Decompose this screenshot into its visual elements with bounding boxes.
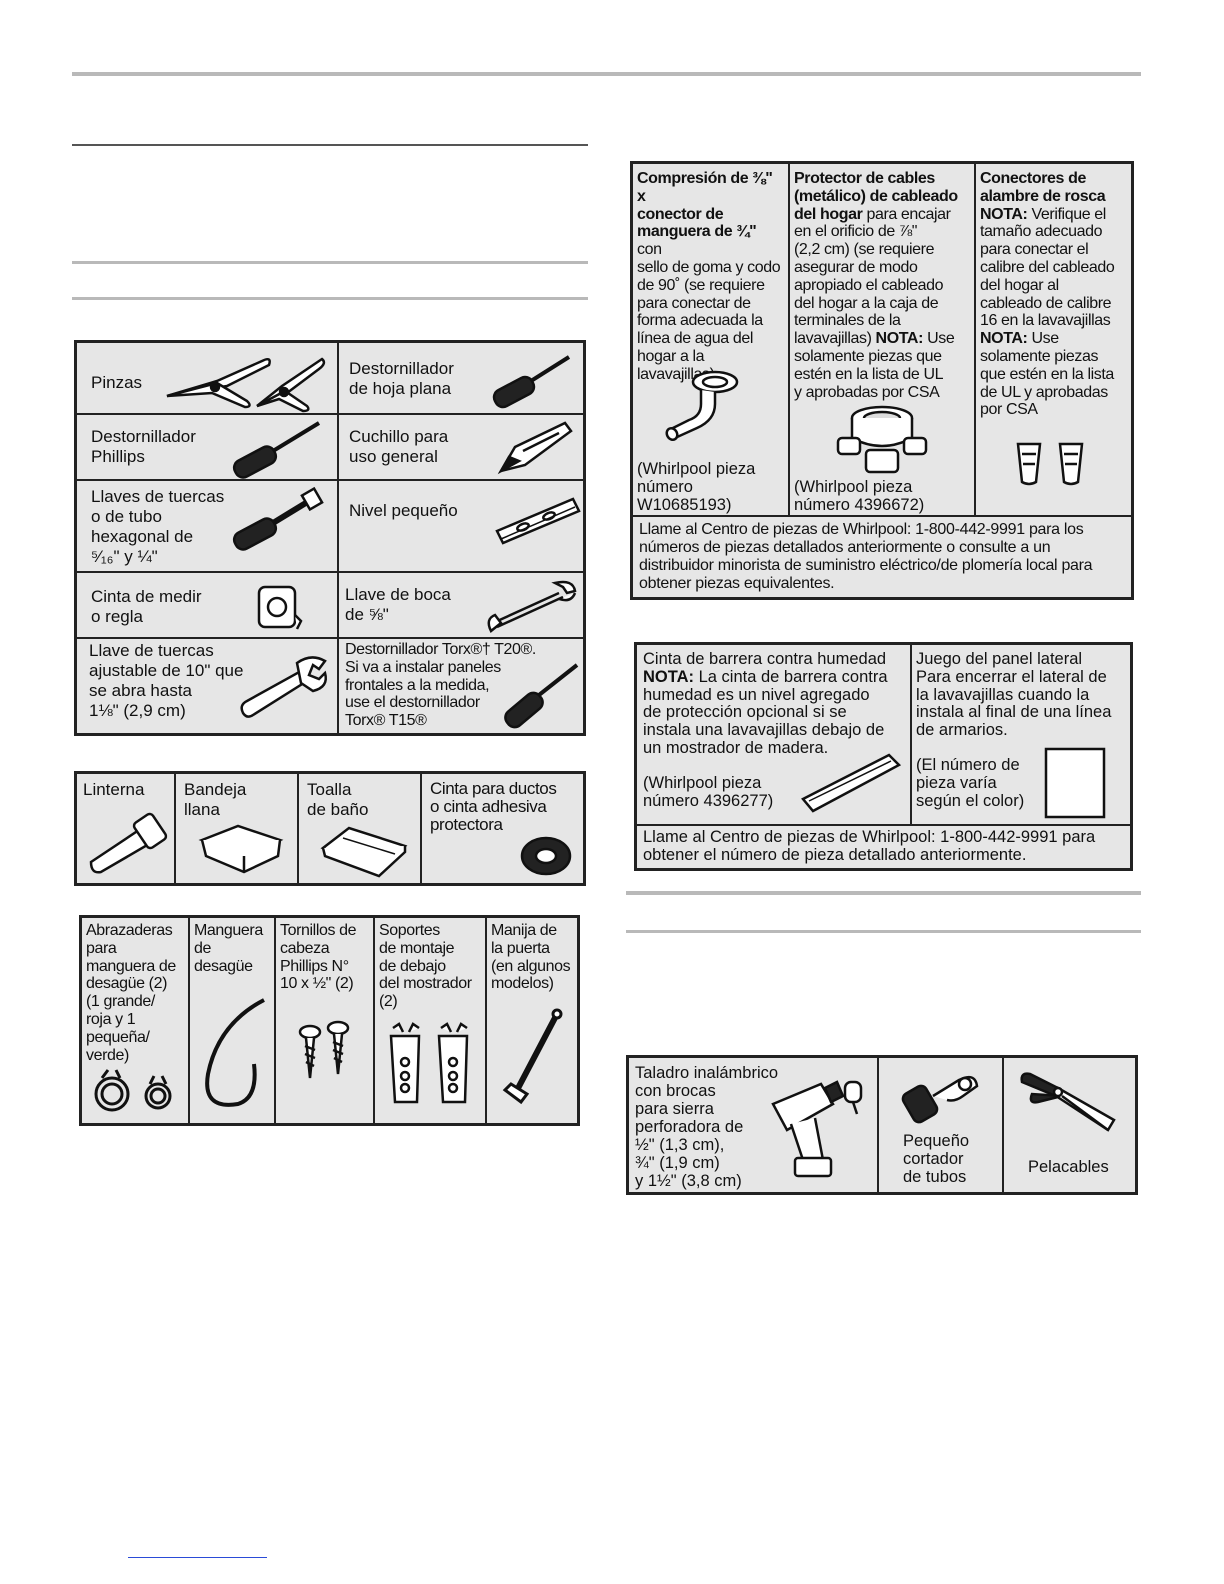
utility-knife-icon — [495, 421, 575, 481]
top-rule — [72, 72, 1141, 76]
left-section-rule-2 — [72, 261, 588, 264]
open-end-wrench-icon — [485, 579, 579, 639]
tool-cell-open-end-wrench: Llave de boca de ⅝" — [339, 573, 583, 639]
tool-cell-nut-driver: Llaves de tuercas o de tubo hexagonal de… — [77, 481, 339, 573]
phillips-screwdriver-icon — [227, 419, 327, 485]
barrier-right-cell: Juego del panel lateral Para encerrar el… — [912, 645, 1130, 826]
torx-screwdriver-icon — [499, 659, 583, 733]
right-section-rule-1 — [626, 891, 1141, 895]
screws-icon — [296, 1020, 356, 1091]
hose-clamp-icon — [90, 1068, 180, 1119]
part-cell-hose-clamps: Abrazaderas para manguera de desagüe (2)… — [82, 918, 190, 1123]
flat-screwdriver-icon — [487, 347, 577, 415]
tool-cell-tape-measure: Cinta de medir o regla — [77, 573, 339, 639]
nut-driver-icon — [227, 486, 327, 555]
duct-tape-icon — [518, 834, 574, 882]
supply-cell-flat-pan: Bandeja llana — [176, 774, 299, 883]
supplies-table: Linterna Bandeja llana Toalla de baño — [74, 771, 586, 886]
pliers-icon — [157, 351, 327, 415]
wire-nuts-icon — [1014, 438, 1094, 493]
barrier-table-footer: Llame al Centro de piezas de Whirlpool: … — [643, 828, 1096, 864]
supply-cell-towel: Toalla de baño — [299, 774, 422, 883]
tool-cell-flat-screwdriver: Destornillador de hoja plana — [339, 343, 583, 415]
door-handle-icon — [501, 1008, 567, 1111]
barrier-left-cell: Cinta de barrera contra humedad NOTA: La… — [637, 645, 912, 826]
towel-icon — [319, 822, 409, 880]
flashlight-icon — [85, 810, 169, 878]
part-cell-screws: Tornillos de cabeza Phillips N° 10 x ½" … — [276, 918, 375, 1123]
mounting-brackets-icon — [385, 1022, 475, 1111]
adjustable-wrench-icon — [237, 653, 335, 727]
part-cell-door-handle: Manija de la puerta (en algunos modelos) — [487, 918, 577, 1123]
barrier-table: Cinta de barrera contra humedad NOTA: La… — [634, 642, 1133, 871]
barrier-tape-icon — [799, 749, 903, 820]
tool-cell-level: Nivel pequeño — [339, 481, 583, 573]
connector-table-footer: Llame al Centro de piezas de Whirlpool: … — [639, 521, 1093, 592]
left-section-rule-1 — [72, 144, 588, 146]
tape-measure-icon — [255, 581, 305, 637]
tools-table: Pinzas Destornillador de hoja plana Dest… — [74, 340, 586, 736]
connector-col-compression: Compresión de ⅜" x conector de manguera … — [633, 164, 790, 517]
connector-table: Compresión de ⅜" x conector de manguera … — [630, 161, 1134, 600]
supply-cell-flashlight: Linterna — [77, 774, 176, 883]
supply-cell-duct-tape: Cinta para ductos o cinta adhesiva prote… — [422, 774, 583, 883]
part-cell-drain-hose: Manguera de desagüe — [190, 918, 276, 1123]
elbow-fitting-icon — [661, 368, 741, 445]
right-section-rule-2 — [626, 930, 1141, 933]
left-section-rule-3 — [72, 297, 588, 300]
part-cell-mounting-brackets: Soportes de montaje de debajo del mostra… — [375, 918, 487, 1123]
tool-cell-pliers: Pinzas — [77, 343, 339, 415]
wire-stripper-icon — [1018, 1068, 1122, 1142]
tool-cell-adjustable-wrench: Llave de tuercas ajustable de 10" que se… — [77, 639, 339, 733]
optional-tool-wire-stripper: Pelacables — [1004, 1058, 1135, 1192]
optional-tool-drill: Taladro inalámbrico con brocas para sier… — [629, 1058, 879, 1192]
side-panel-icon — [1044, 747, 1106, 824]
bottom-link-rule — [128, 1557, 267, 1558]
strain-relief-icon — [834, 404, 930, 483]
optional-tools-table: Taladro inalámbrico con brocas para sier… — [626, 1055, 1138, 1195]
tool-cell-utility-knife: Cuchillo para uso general — [339, 415, 583, 481]
level-icon — [493, 495, 583, 551]
tool-cell-torx: Destornillador Torx®† T20®. Si va a inst… — [339, 639, 583, 733]
tube-cutter-icon — [901, 1066, 983, 1130]
parts-table: Abrazaderas para manguera de desagüe (2)… — [79, 915, 580, 1126]
drain-hose-icon — [198, 994, 270, 1121]
optional-tool-tube-cutter: Pequeño cortador de tubos — [879, 1058, 1004, 1192]
connector-col-wire-nuts: Conectores de alambre de rosca NOTA: Ver… — [976, 164, 1131, 517]
cordless-drill-icon — [767, 1074, 871, 1184]
flat-pan-icon — [198, 822, 284, 878]
tool-cell-phillips: Destornillador Phillips — [77, 415, 339, 481]
connector-col-strain-relief: Protector de cables (metálico) de cablea… — [790, 164, 976, 517]
